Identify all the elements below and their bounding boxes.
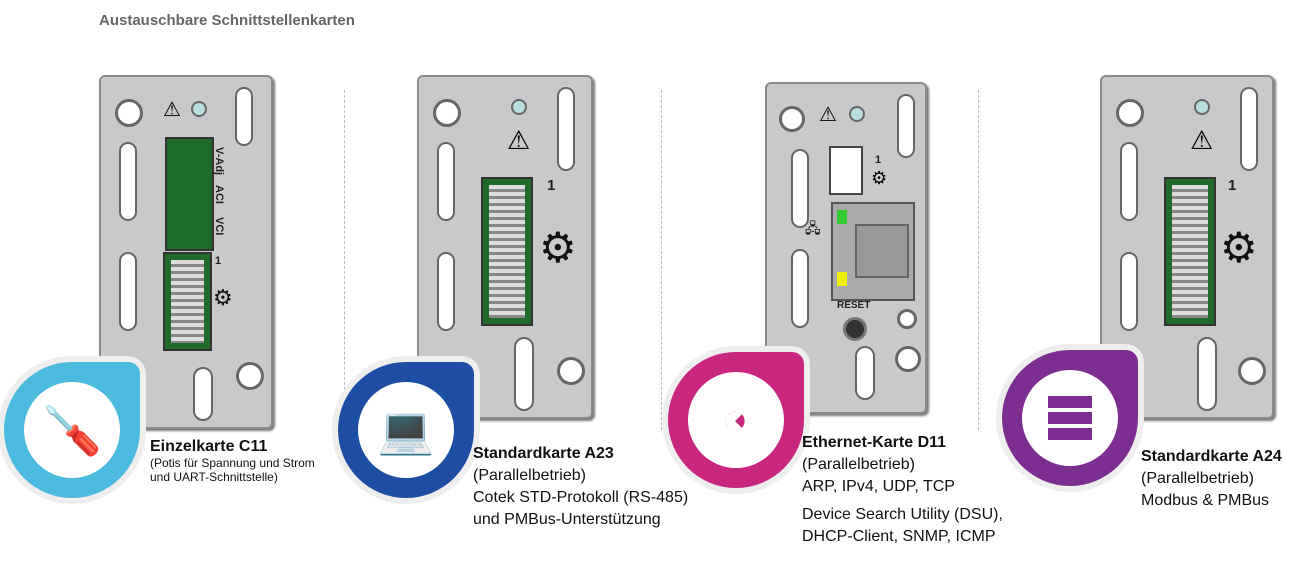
pin-header (829, 146, 863, 195)
card-desc: DHCP-Client, SNMP, ICMP (802, 528, 996, 545)
divider (661, 90, 662, 430)
card-desc: (Parallelbetrieb) (473, 467, 586, 484)
warning-icon: ⚠ (1190, 125, 1214, 155)
wifi-icon: ◔ (688, 372, 784, 468)
reset-button (843, 317, 867, 341)
card-a24-badge (1002, 350, 1138, 486)
gear-icon: ⚙ (1220, 224, 1258, 271)
card-name: Standardkarte A23 (473, 445, 614, 462)
card-a24-plate: ⚠ 1 ⚙ (1100, 75, 1274, 419)
pin-label: 1 (1228, 177, 1237, 194)
server-icon (1022, 370, 1118, 466)
gear-icon: ⚙ (213, 285, 233, 310)
pin-label: 1 (215, 255, 222, 267)
card-a23-caption: Standardkarte A23 (Parallelbetrieb) Cote… (473, 443, 688, 531)
pot-label: ACI (213, 185, 225, 204)
card-name: Einzelkarte C11 (150, 438, 268, 455)
pot-label: VCI (213, 217, 225, 236)
card-desc: Cotek STD-Protokoll (RS-485) (473, 489, 689, 506)
pin-label: 1 (547, 177, 556, 194)
gear-icon: ⚙ (871, 168, 888, 188)
ethernet-port (831, 202, 915, 301)
card-c11-badge: 🪛 (4, 362, 140, 498)
card-a24-caption: Standardkarte A24 (Parallelbetrieb) Modb… (1141, 446, 1282, 512)
card-desc: und UART-Schnittstelle) (150, 470, 278, 484)
page-title: Austauschbare Schnittstellenkarten (99, 12, 355, 29)
warning-icon: ⚠ (507, 125, 531, 155)
card-a23-plate: ⚠ 1 ⚙ (417, 75, 593, 419)
connector (481, 177, 533, 326)
card-desc: und PMBus-Unterstützung (473, 511, 661, 528)
connector (1164, 177, 1216, 326)
card-d11-badge: ◔ (668, 352, 804, 488)
card-d11-caption: Ethernet-Karte D11 (Parallelbetrieb) ARP… (802, 432, 1003, 548)
card-name: Standardkarte A24 (1141, 448, 1282, 465)
divider (978, 90, 979, 430)
card-desc: Modbus & PMBus (1141, 492, 1270, 509)
card-desc: (Parallelbetrieb) (1141, 470, 1254, 487)
laptop-icon: 💻 (358, 382, 454, 478)
card-desc: Device Search Utility (DSU), (802, 506, 1003, 523)
pot-label: V-Adj (213, 147, 225, 176)
warning-icon: ⚠ (163, 99, 181, 121)
card-desc: (Parallelbetrieb) (802, 456, 915, 473)
card-d11-plate: ⚠ 1 ⚙ 🖧 RESET (765, 82, 927, 414)
card-name: Ethernet-Karte D11 (802, 434, 947, 451)
potentiometers (165, 137, 214, 251)
card-a23-badge: 💻 (338, 362, 474, 498)
warning-icon: ⚠ (819, 104, 837, 126)
card-desc: ARP, IPv4, UDP, TCP (802, 478, 955, 495)
reset-label: RESET (837, 300, 871, 311)
network-icon: 🖧 (805, 220, 821, 236)
screwdriver-icon: 🪛 (24, 382, 120, 478)
gear-icon: ⚙ (539, 224, 577, 271)
uart-connector (163, 252, 212, 351)
card-c11-caption: Einzelkarte C11 (Potis für Spannung und … (150, 438, 315, 484)
pin-label: 1 (875, 154, 882, 166)
card-desc: (Potis für Spannung und Strom (150, 456, 315, 470)
divider (344, 90, 345, 430)
